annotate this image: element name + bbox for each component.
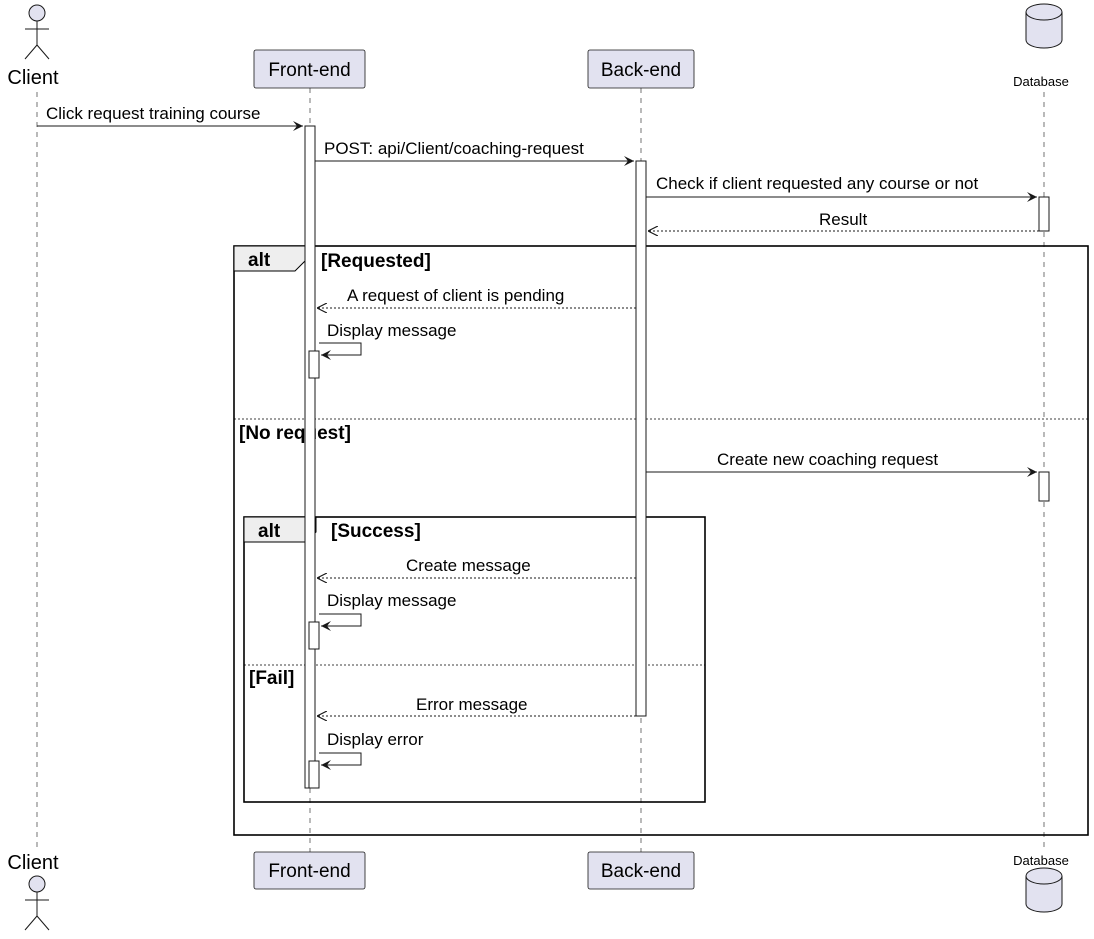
outer-alt-condition-1: [Requested]: [321, 251, 431, 272]
frontend-activation-main: [304, 125, 316, 789]
message-label: Create new coaching request: [717, 450, 938, 469]
message-click-request: Click request training course: [37, 104, 303, 131]
message-display-message-1: Display message: [319, 321, 456, 360]
message-check-client: Check if client requested any course or …: [646, 174, 1037, 202]
participant-label: Front-end: [268, 861, 350, 882]
frontend-participant-top: Front-end: [253, 49, 366, 89]
client-actor-bottom: Client: [7, 852, 59, 931]
frontend-activation-self-2: [308, 621, 320, 650]
inner-alt-condition-2: [Fail]: [249, 668, 294, 689]
message-label: Click request training course: [46, 104, 260, 123]
actor-icon: [24, 4, 50, 60]
participant-label: Front-end: [268, 60, 350, 81]
actor-icon: [24, 875, 50, 931]
message-label: Error message: [416, 695, 527, 714]
participant-label: Database: [1013, 74, 1069, 89]
inner-alt-condition-1: [Success]: [331, 521, 421, 542]
outer-alt-tab: [233, 245, 306, 272]
participant-label: Client: [7, 67, 59, 89]
participant-label: Back-end: [601, 861, 681, 882]
message-display-message-2: Display message: [319, 591, 456, 631]
message-result: Result: [648, 210, 1039, 231]
backend-participant-bottom: Back-end: [587, 851, 695, 890]
outer-alt-condition-2: [No request]: [239, 423, 351, 444]
backend-participant-top: Back-end: [587, 49, 695, 89]
database-participant-top: Database: [1013, 3, 1069, 89]
client-actor-top: Client: [7, 4, 59, 89]
message-error-message: Error message: [317, 695, 636, 716]
message-request-pending: A request of client is pending: [317, 286, 636, 308]
outer-alt-keyword: alt: [248, 250, 271, 271]
message-display-error: Display error: [319, 730, 424, 770]
participant-label: Database: [1013, 853, 1069, 868]
message-label: Create message: [406, 556, 531, 575]
participant-label: Client: [7, 852, 59, 874]
database-participant-bottom: Database: [1013, 853, 1069, 913]
message-label: A request of client is pending: [347, 286, 564, 305]
message-label: Display message: [327, 321, 456, 340]
outer-alt-fragment: alt [Requested] [No request]: [233, 245, 1089, 836]
message-label: Display error: [327, 730, 424, 749]
frontend-activation-self-1: [308, 350, 320, 379]
database-icon: [1025, 3, 1063, 49]
message-label: Check if client requested any course or …: [656, 174, 979, 193]
frontend-participant-bottom: Front-end: [253, 851, 366, 890]
backend-activation: [635, 160, 647, 717]
database-icon: [1025, 867, 1063, 913]
database-activation-2: [1038, 471, 1050, 502]
frontend-activation-self-3: [308, 760, 320, 789]
inner-alt-keyword: alt: [258, 521, 281, 542]
message-post-request: POST: api/Client/coaching-request: [315, 139, 634, 166]
database-activation-1: [1038, 196, 1050, 232]
message-create-coaching-request: Create new coaching request: [646, 450, 1037, 477]
message-label: POST: api/Client/coaching-request: [324, 139, 584, 158]
message-label: Result: [819, 210, 867, 229]
message-label: Display message: [327, 591, 456, 610]
message-create-message: Create message: [317, 556, 636, 578]
participant-label: Back-end: [601, 60, 681, 81]
inner-alt-fragment: alt [Success] [Fail]: [243, 516, 706, 803]
